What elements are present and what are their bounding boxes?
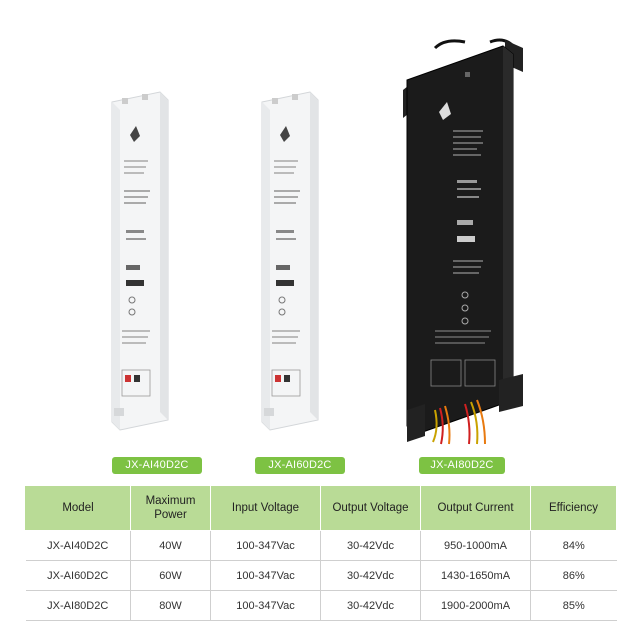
cell-maximum-power: 40W <box>130 530 211 561</box>
cell-input-voltage: 100-347Vac <box>210 530 321 561</box>
cell-input-voltage: 100-347Vac <box>210 590 321 621</box>
product-gallery: JX-AI40D2C JX-AI60D2C JX-AI80D2C <box>111 38 523 474</box>
spec-table: Model Maximum Power Input Voltage Output… <box>25 485 617 621</box>
product-label-80w: JX-AI80D2C <box>419 457 505 474</box>
table-row: JX-AI40D2C 40W 100-347Vac 30-42Vdc 950-1… <box>25 530 617 561</box>
cell-efficiency: 84% <box>530 530 617 561</box>
cell-output-voltage: 30-42Vdc <box>320 590 421 621</box>
header-output-voltage: Output Voltage <box>320 485 421 531</box>
header-efficiency: Efficiency <box>530 485 617 531</box>
cell-maximum-power: 80W <box>130 590 211 621</box>
header-output-current: Output Current <box>420 485 531 531</box>
driver-image-60w <box>261 91 319 431</box>
cell-efficiency: 85% <box>530 590 617 621</box>
cell-output-current: 1900-2000mA <box>420 590 531 621</box>
table-header-row: Model Maximum Power Input Voltage Output… <box>25 485 617 531</box>
product-label-60w: JX-AI60D2C <box>255 457 345 474</box>
driver-image-40w <box>111 91 169 431</box>
cell-output-voltage: 30-42Vdc <box>320 560 421 591</box>
product-label-40w: JX-AI40D2C <box>112 457 202 474</box>
cell-input-voltage: 100-347Vac <box>210 560 321 591</box>
cell-output-voltage: 30-42Vdc <box>320 530 421 561</box>
cell-model: JX-AI60D2C <box>25 560 131 591</box>
header-model: Model <box>25 485 131 531</box>
cell-output-current: 950-1000mA <box>420 530 531 561</box>
cell-model: JX-AI40D2C <box>25 530 131 561</box>
header-input-voltage: Input Voltage <box>210 485 321 531</box>
cell-output-current: 1430-1650mA <box>420 560 531 591</box>
cell-efficiency: 86% <box>530 560 617 591</box>
cell-maximum-power: 60W <box>130 560 211 591</box>
driver-image-80w <box>403 38 523 445</box>
table-row: JX-AI80D2C 80W 100-347Vac 30-42Vdc 1900-… <box>25 590 617 621</box>
cell-model: JX-AI80D2C <box>25 590 131 621</box>
table-row: JX-AI60D2C 60W 100-347Vac 30-42Vdc 1430-… <box>25 560 617 591</box>
header-maximum-power: Maximum Power <box>130 485 211 531</box>
